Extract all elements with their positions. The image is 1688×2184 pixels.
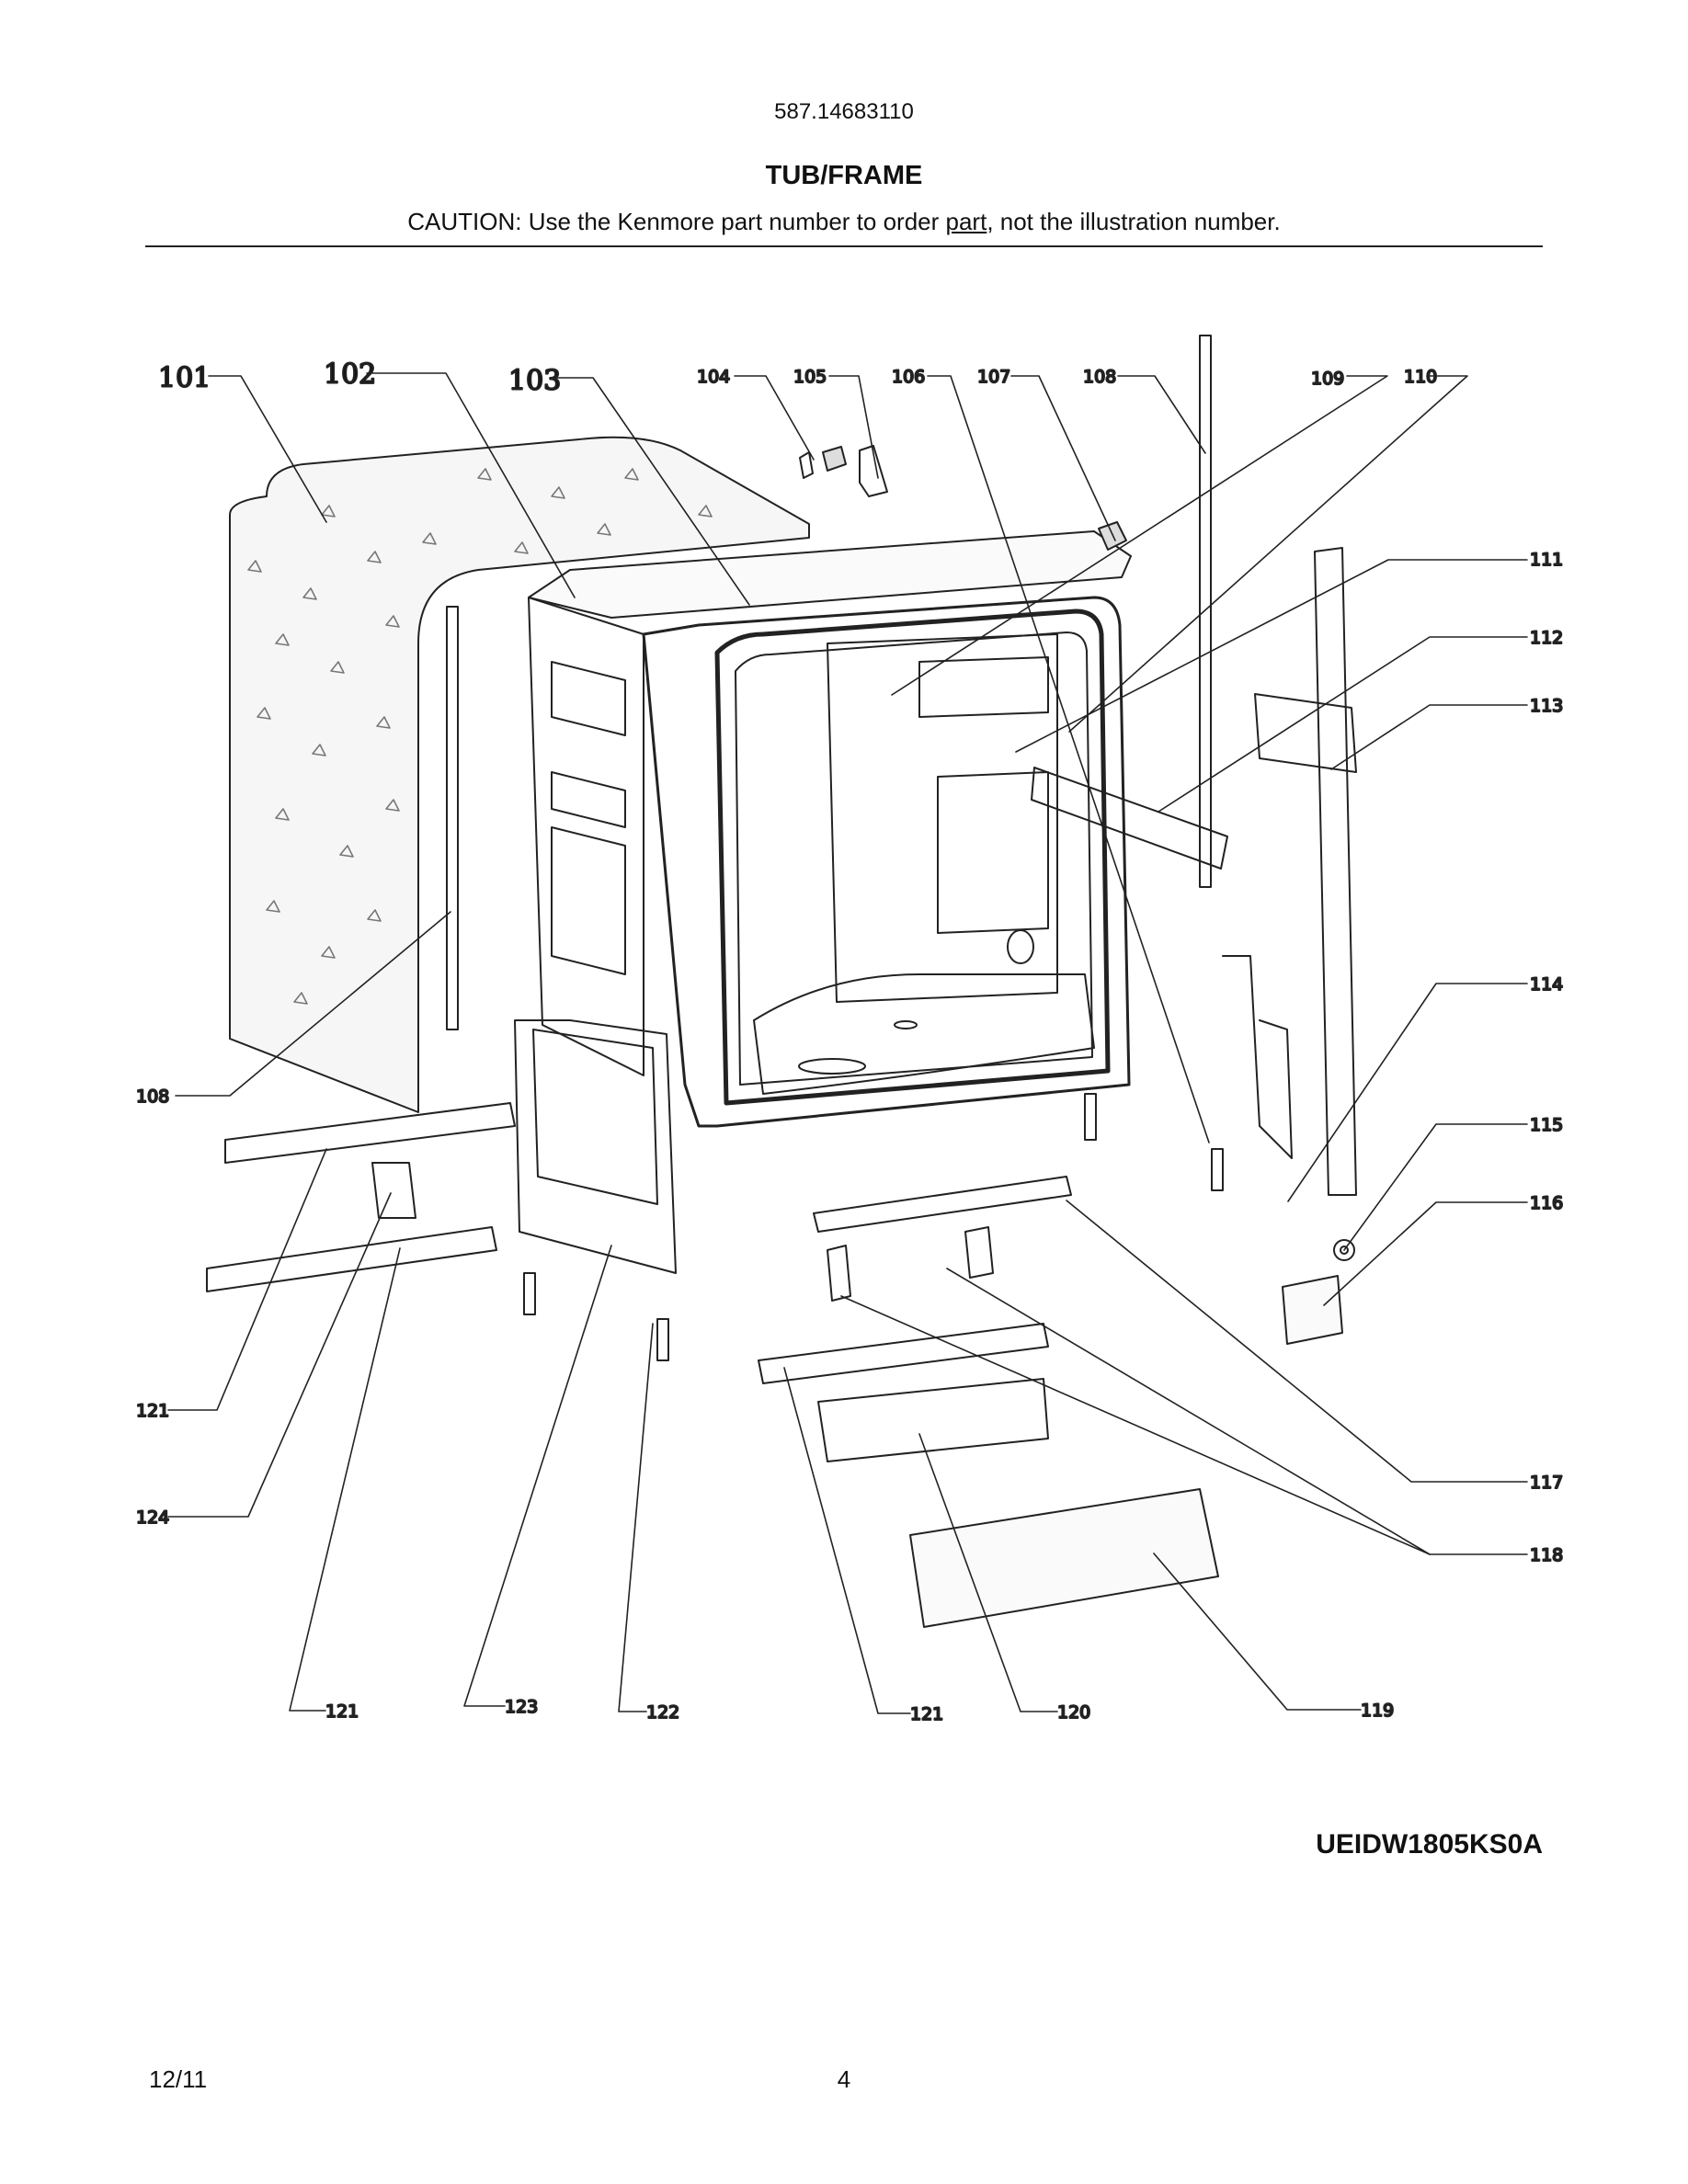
callout-111: 111 xyxy=(1530,550,1563,570)
callout-121-bottom-1: 121 xyxy=(325,1701,359,1722)
side-frame-part xyxy=(1222,955,1293,1159)
callout-122: 122 xyxy=(646,1702,679,1723)
caution-text: CAUTION: Use the Kenmore part number to … xyxy=(0,208,1688,236)
callout-104: 104 xyxy=(697,367,730,387)
callout-109: 109 xyxy=(1311,369,1344,389)
front-bracket-part xyxy=(371,1162,416,1219)
side-rail-part xyxy=(1254,547,1357,1196)
toe-kick-panel-part xyxy=(817,1378,1049,1462)
model-number: 587.14683110 xyxy=(774,99,914,124)
callout-102: 102 xyxy=(324,358,376,391)
callout-106: 106 xyxy=(892,367,925,387)
callout-116: 116 xyxy=(1530,1193,1563,1213)
leveling-leg-part xyxy=(523,1093,1224,1361)
revision-date: 12/11 xyxy=(149,2065,208,2093)
callout-121-bottom-2: 121 xyxy=(910,1704,943,1724)
callout-108-top: 108 xyxy=(1083,367,1116,387)
callout-101: 101 xyxy=(158,362,211,394)
callout-107: 107 xyxy=(977,367,1010,387)
clip-screw-part xyxy=(799,446,847,479)
callout-117: 117 xyxy=(1530,1473,1563,1493)
page-number: 4 xyxy=(837,2065,851,2093)
callout-105: 105 xyxy=(793,367,827,387)
callout-123: 123 xyxy=(505,1697,538,1717)
callout-108-left: 108 xyxy=(136,1086,169,1107)
callout-121-left: 121 xyxy=(136,1401,169,1421)
bushing-part xyxy=(1333,1239,1355,1261)
callout-113: 113 xyxy=(1530,696,1563,716)
callout-114: 114 xyxy=(1530,974,1563,995)
bracket-clip-part xyxy=(859,445,888,497)
leader-lines xyxy=(167,372,1528,1714)
junction-box-part xyxy=(1282,1275,1343,1345)
trim-strip-part xyxy=(1199,335,1212,888)
insulation-blanket-part xyxy=(229,436,810,1113)
tub-assembly xyxy=(528,530,1132,1128)
rail-bracket-part xyxy=(1031,767,1228,870)
caution-underlined-word: part xyxy=(945,208,987,235)
model-code: UEIDW1805KS0A xyxy=(1316,1829,1543,1860)
callout-112: 112 xyxy=(1530,628,1563,648)
caution-suffix: , not the illustration number. xyxy=(987,208,1281,235)
callout-119: 119 xyxy=(1361,1701,1394,1721)
callout-124: 124 xyxy=(136,1507,169,1528)
side-bracket-part xyxy=(827,1226,994,1302)
callout-115: 115 xyxy=(1530,1115,1563,1135)
left-rail-part xyxy=(206,1102,516,1292)
section-title: TUB/FRAME xyxy=(765,161,923,190)
callout-103: 103 xyxy=(508,365,561,397)
kick-plate-part xyxy=(909,1488,1219,1628)
callout-110: 110 xyxy=(1404,367,1437,387)
callout-118: 118 xyxy=(1530,1545,1563,1565)
front-rail-part xyxy=(758,1176,1072,1384)
caution-prefix: CAUTION: Use the Kenmore part number to … xyxy=(407,208,946,235)
callout-120: 120 xyxy=(1057,1702,1090,1723)
header-rule xyxy=(145,245,1543,247)
door-frame-part xyxy=(514,1019,677,1274)
